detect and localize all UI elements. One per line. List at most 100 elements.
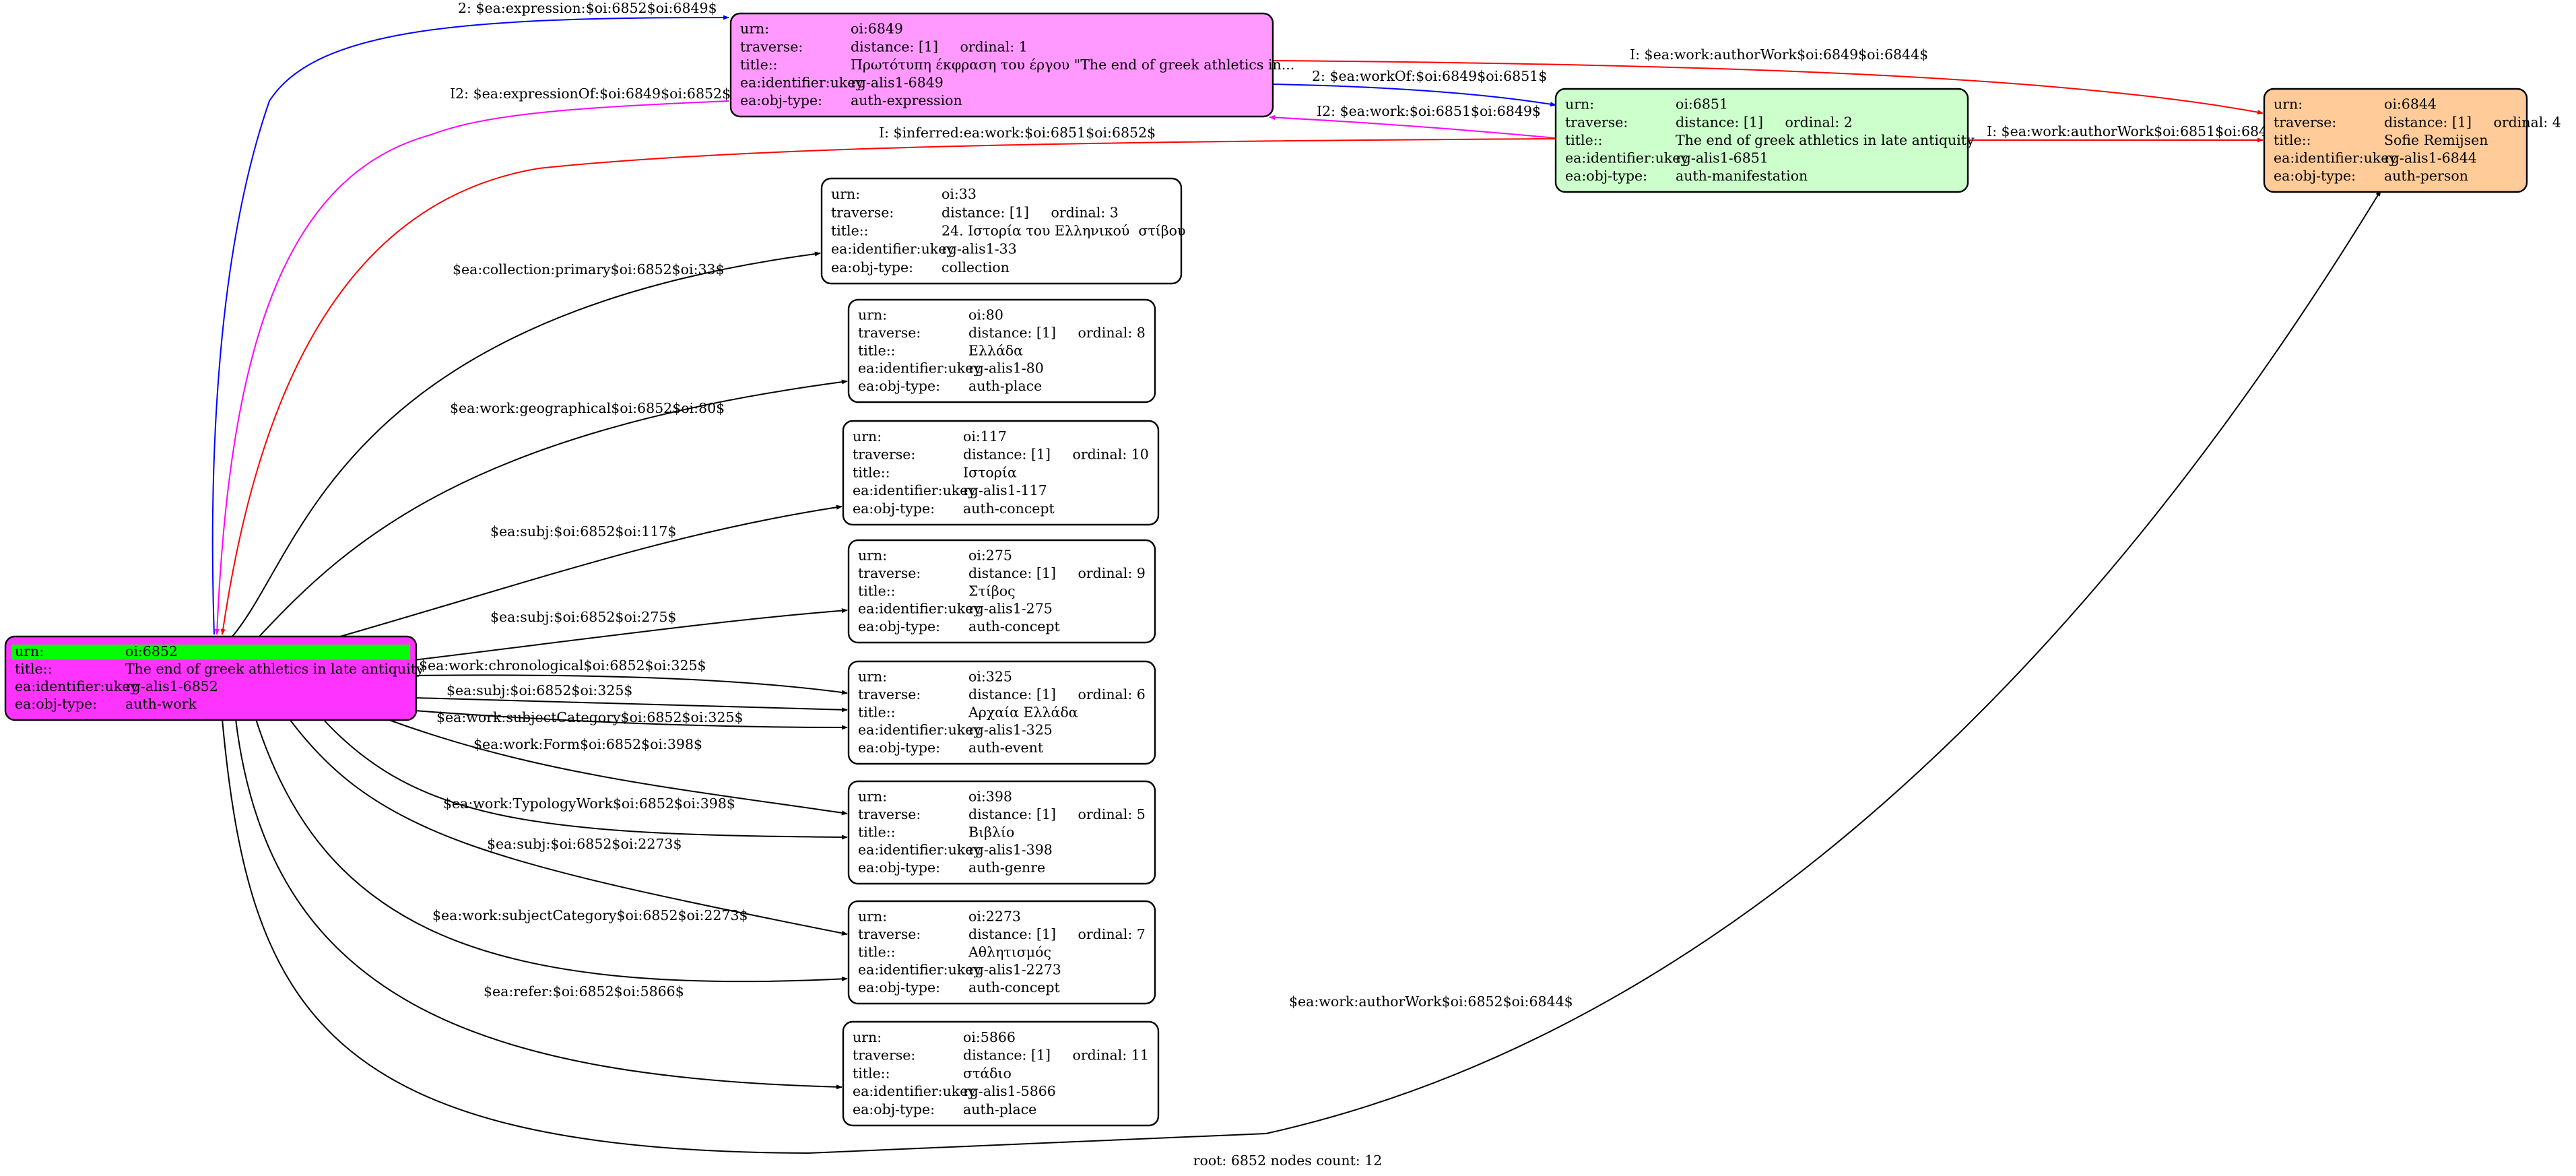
- row-value: στάδιο: [963, 1065, 1012, 1081]
- row-key: ea:obj-type:: [858, 378, 940, 394]
- edge-work-6851-path: [1269, 115, 1556, 139]
- row-value: distance: [1] ordinal: 7: [968, 926, 1146, 942]
- row-key: urn:: [858, 548, 887, 564]
- edge-subj-275-label: $ea:subj:$oi:6852$oi:275$: [490, 609, 676, 625]
- edge-subj-275-path: [414, 608, 848, 661]
- edge-subj-117-label: $ea:subj:$oi:6852$oi:117$: [490, 523, 676, 540]
- row-key: urn:: [858, 789, 887, 805]
- edge-subj-325-label: $ea:subj:$oi:6852$oi:325$: [447, 682, 632, 698]
- row-value: distance: [1] ordinal: 8: [968, 325, 1146, 341]
- edge-workOf-path: [1271, 84, 1556, 107]
- row-value: rg-alis1-2273: [968, 962, 1061, 978]
- row-value: rg-alis1-33: [942, 241, 1017, 257]
- node-box: [842, 420, 1160, 526]
- row-key: title::: [853, 1065, 890, 1081]
- row-key: urn:: [15, 643, 44, 659]
- row-key: ea:obj-type:: [2274, 168, 2356, 184]
- edge-subjectCategory-2273-label: $ea:work:subjectCategory$oi:6852$oi:2273…: [432, 907, 748, 923]
- row-value: rg-alis1-6852: [125, 678, 218, 694]
- row-value: oi:398: [968, 789, 1012, 805]
- edge-workOf-label: 2: $ea:workOf:$oi:6849$oi:6851$: [1312, 68, 1547, 84]
- row-value: Στίβος: [968, 583, 1016, 599]
- row-value: auth-concept: [968, 979, 1061, 995]
- row-key: ea:obj-type:: [853, 500, 935, 517]
- edge-form-label: $ea:work:Form$oi:6852$oi:398$: [473, 736, 702, 752]
- row-value: auth-concept: [968, 618, 1061, 634]
- row-value: auth-place: [963, 1101, 1036, 1117]
- edge-subjectCategory-2273: $ea:work:subjectCategory$oi:6852$oi:2273…: [255, 719, 848, 983]
- row-key: ea:identifier:ukey: [15, 678, 138, 694]
- row-value: oi:6844: [2384, 96, 2437, 112]
- edge-collection-label: $ea:collection:primary$oi:6852$oi:33$: [453, 261, 725, 277]
- row-key: ea:identifier:ukey: [858, 360, 981, 377]
- node-box: [847, 539, 1156, 644]
- row-key: ea:obj-type:: [858, 618, 940, 634]
- row-key: traverse:: [858, 806, 921, 822]
- row-value: rg-alis1-325: [968, 722, 1053, 738]
- row-value: distance: [1] ordinal: 1: [851, 38, 1028, 55]
- edge-expressionOf-path: [214, 100, 729, 635]
- row-key: urn:: [858, 307, 887, 323]
- row-key: traverse:: [858, 686, 921, 703]
- row-key: traverse:: [1565, 114, 1628, 130]
- edge-chronological-path: [414, 674, 848, 695]
- edge-geographical-label: $ea:work:geographical$oi:6852$oi:80$: [450, 400, 725, 416]
- row-key: ea:identifier:ukey: [1565, 150, 1688, 166]
- edge-subj-325: $ea:subj:$oi:6852$oi:325$: [414, 682, 848, 713]
- edge-subj-2273-label: $ea:subj:$oi:6852$oi:2273$: [487, 836, 682, 852]
- edge-geographical: $ea:work:geographical$oi:6852$oi:80$: [259, 379, 848, 637]
- edge-subj-275: $ea:subj:$oi:6852$oi:275$: [414, 608, 848, 661]
- edge-subjectCategory-2273-path: [255, 719, 848, 983]
- row-value: auth-work: [125, 696, 197, 712]
- edge-typology-label: $ea:work:TypologyWork$oi:6852$oi:398$: [443, 795, 735, 812]
- edge-authorWork-6852: $ea:work:authorWork$oi:6852$oi:6844$: [222, 190, 2381, 1154]
- row-key: traverse:: [858, 926, 921, 942]
- node-box: [729, 12, 1274, 118]
- edge-authorWork-6852-label: $ea:work:authorWork$oi:6852$oi:6844$: [1289, 993, 1573, 1010]
- row-key: title::: [858, 342, 896, 358]
- row-key: traverse:: [831, 204, 894, 220]
- row-key: urn:: [831, 186, 860, 202]
- edge-chronological-label: $ea:work:chronological$oi:6852$oi:325$: [419, 657, 706, 674]
- row-value: auth-expression: [851, 92, 962, 108]
- row-value: rg-alis1-5866: [963, 1083, 1056, 1099]
- row-key: title::: [858, 704, 896, 720]
- row-key: ea:obj-type:: [858, 859, 940, 876]
- edge-expressionOf: I2: $ea:expressionOf:$oi:6849$oi:6852$: [214, 86, 731, 635]
- row-key: ea:identifier:ukey: [858, 722, 981, 738]
- row-value: distance: [1] ordinal: 11: [963, 1047, 1149, 1064]
- row-value: Πρωτότυπη έκφραση του έργου "The end of …: [851, 57, 1294, 73]
- edge-layer: 2: $ea:expression:$oi:6852$oi:6849$ I2: …: [211, 0, 2381, 1154]
- row-value: rg-alis1-398: [968, 842, 1053, 858]
- row-key: urn:: [1565, 96, 1594, 112]
- row-key: ea:obj-type:: [15, 696, 97, 712]
- row-value: rg-alis1-275: [968, 601, 1053, 617]
- row-key: title::: [2274, 132, 2311, 148]
- row-value: distance: [1] ordinal: 5: [968, 806, 1146, 822]
- edge-expression-label: 2: $ea:expression:$oi:6852$oi:6849$: [458, 0, 717, 16]
- row-key: traverse:: [858, 565, 921, 581]
- row-value: oi:33: [942, 186, 977, 202]
- row-key: ea:obj-type:: [853, 1101, 935, 1117]
- edge-subjectCategory-325: $ea:work:subjectCategory$oi:6852$oi:325$: [414, 709, 848, 730]
- edge-work-6851-label: I2: $ea:work:$oi:6851$oi:6849$: [1317, 103, 1541, 119]
- row-value: auth-place: [968, 378, 1042, 394]
- edge-work-6851: I2: $ea:work:$oi:6851$oi:6849$: [1269, 103, 1556, 139]
- row-value: Sofie Remijsen: [2384, 132, 2488, 148]
- row-key: ea:obj-type:: [1565, 168, 1647, 184]
- row-key: ea:obj-type:: [740, 92, 822, 108]
- row-value: oi:80: [968, 307, 1003, 323]
- node-oi-398[interactable]: urn: oi:398 traverse: distance: [1] ordinal…: [847, 780, 1156, 885]
